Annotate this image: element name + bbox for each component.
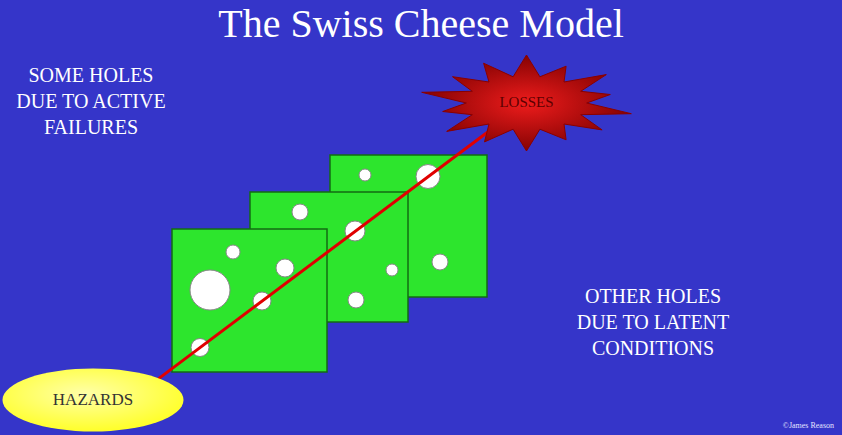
hole: [359, 169, 371, 181]
hole: [292, 204, 308, 220]
hazard-ellipse: [3, 369, 184, 432]
hole: [276, 259, 294, 277]
hole: [386, 264, 398, 276]
hole: [432, 254, 448, 270]
loss-starburst: LOSSES: [419, 55, 634, 151]
hole: [348, 292, 364, 308]
accident-trajectory: [159, 125, 497, 378]
watermark: ©James Reason: [783, 422, 834, 431]
note-text: SOME HOLES DUE TO ACTIVE FAILURES: [16, 62, 166, 140]
diagram-title: The Swiss Cheese Model: [0, 2, 842, 46]
hazard-ellipse-node: HAZARDS: [2, 368, 184, 432]
node-text: LOSSES: [499, 94, 553, 111]
hole: [190, 270, 230, 310]
star-burst: [422, 55, 632, 151]
node-text: HAZARDS: [53, 390, 133, 410]
hole: [226, 245, 240, 259]
note-text: OTHER HOLES DUE TO LATENT CONDITIONS: [567, 283, 739, 361]
